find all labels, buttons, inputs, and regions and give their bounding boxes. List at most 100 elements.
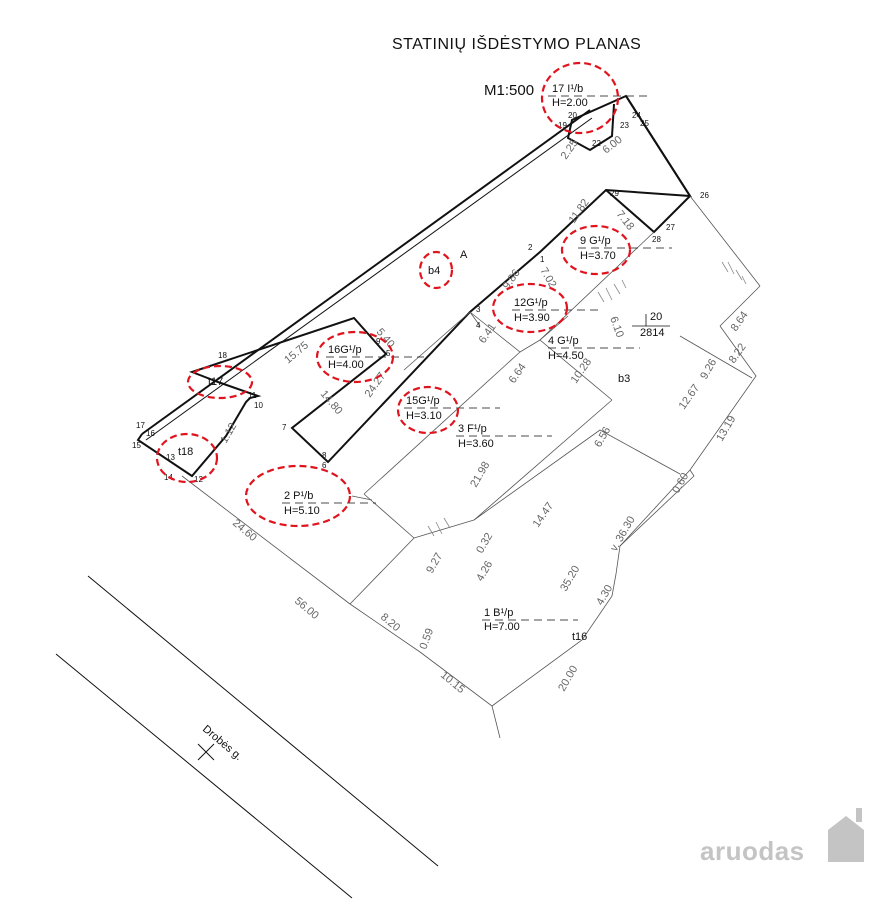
highlight-ellipse	[491, 282, 569, 334]
dimension-label: 35.20	[558, 564, 582, 594]
parcel-boundary-inner	[145, 117, 593, 441]
building-height: H=2.00	[552, 97, 588, 109]
highlight-ellipse	[396, 385, 460, 435]
dimension-label: 0.32	[474, 531, 495, 556]
street-name: Drobės g.	[200, 723, 244, 763]
building-label: 12G¹/p H=3.90	[514, 297, 550, 324]
highlight-ellipse	[186, 364, 254, 400]
dimension-label: 1.12	[218, 421, 239, 446]
point-number: 4	[476, 321, 481, 330]
page-title: STATINIŲ IŠDĖSTYMO PLANAS	[392, 36, 642, 53]
building-code: 12G¹/p	[514, 297, 548, 309]
street-line	[55, 653, 353, 899]
label-t17: t17	[208, 376, 223, 388]
dimension-label: 20.00	[556, 664, 580, 694]
point-number: 5	[386, 349, 391, 358]
label-leaders	[282, 95, 672, 621]
watermark: aruodaslt	[700, 836, 819, 867]
dimension-label: 24.60	[230, 517, 259, 544]
building-height: H=3.60	[458, 438, 494, 450]
dimension-label: 12.67	[677, 382, 703, 411]
point-number: 22	[592, 139, 601, 148]
point-numbers: 1234567891011121314151617181920222324252…	[132, 111, 709, 484]
point-number: 3	[476, 305, 481, 314]
building-label: 9 G¹/p H=3.70	[580, 235, 616, 262]
point-number: 20	[568, 111, 577, 120]
point-number: 13	[166, 453, 175, 462]
parcel-boundary	[141, 109, 591, 435]
dimension-label: 9.26	[698, 357, 719, 382]
point-number: 10	[254, 401, 263, 410]
building-label: 15G¹/p H=3.10	[406, 395, 442, 422]
parcel-boundary	[136, 94, 692, 478]
parcel-number: 20	[650, 311, 662, 323]
building-code: 15G¹/p	[406, 395, 440, 407]
dimension-label: 4.26	[474, 559, 495, 584]
dimension-label: 0.59	[418, 627, 437, 651]
dimension-label: 2.25	[559, 137, 581, 161]
dimension-label: 6.10	[607, 315, 626, 339]
point-number: 29	[610, 189, 619, 198]
building-label: 4 G¹/p H=4.50	[548, 335, 584, 362]
building-height: H=3.70	[580, 250, 616, 262]
dimension-label: 14.80	[318, 388, 345, 417]
point-number: 15	[132, 441, 141, 450]
highlight-ellipse	[540, 61, 620, 135]
building-label: 1 B¹/p H=7.00	[484, 607, 520, 633]
building-code: 16G¹/p	[328, 344, 362, 356]
point-number: 8	[322, 451, 327, 460]
watermark-text: aruodas	[700, 836, 805, 866]
dimension-label: 6.64	[507, 361, 529, 385]
parcel-edge	[625, 95, 691, 197]
dimension-label: 8.64	[729, 309, 751, 333]
building-code: 2 P¹/b	[284, 490, 313, 502]
highlight-ellipse	[418, 250, 454, 290]
dimension-label: 6.00	[600, 134, 624, 157]
point-number: 6	[322, 461, 327, 470]
point-number: 26	[700, 191, 709, 200]
point-number: 16	[146, 429, 155, 438]
dimension-label: 0.60	[670, 471, 691, 496]
point-number: 28	[652, 235, 661, 244]
dimension-label: 15.75	[282, 339, 311, 366]
building-height: H=7.00	[484, 621, 520, 633]
dimension-label: 8.20	[378, 611, 402, 634]
building-label: 16G¹/p H=4.00	[328, 344, 364, 371]
building-height: H=3.10	[406, 410, 442, 422]
label-a: A	[460, 249, 468, 261]
label-t18: t18	[178, 446, 193, 458]
street-cross-icon	[197, 743, 215, 761]
point-number: 2	[528, 243, 533, 252]
dimension-label: 8.22	[727, 341, 749, 365]
highlight-ellipse	[155, 432, 219, 484]
watermark-house-icon	[828, 808, 864, 862]
building-label: 17 I¹/b H=2.00	[552, 83, 588, 109]
building-height: H=4.50	[548, 350, 584, 362]
dimension-label: 21.98	[468, 460, 492, 490]
dimension-label: 7.02	[537, 266, 558, 291]
building-code: 4 G¹/p	[548, 335, 579, 347]
label-b3: b3	[618, 373, 630, 385]
highlight-ellipse	[244, 464, 352, 528]
dimension-label: 7.18	[614, 208, 637, 232]
dimension-label: 13.19	[714, 414, 738, 444]
point-number: 12	[194, 475, 203, 484]
point-number: 27	[666, 223, 675, 232]
building-code: 1 B¹/p	[484, 607, 513, 619]
point-number: 19	[558, 121, 567, 130]
point-number: 24	[632, 111, 641, 120]
dimension-label: 14.47	[531, 500, 557, 529]
point-number: 17	[136, 421, 145, 430]
highlight-markers	[155, 61, 632, 528]
building-label: 2 P¹/b H=5.10	[284, 490, 320, 517]
building-code: 9 G¹/p	[580, 235, 611, 247]
neighbour-outlines	[181, 195, 761, 739]
point-number: 9	[376, 337, 381, 346]
watermark-suffix: lt	[804, 840, 820, 865]
building-height: H=3.90	[514, 312, 550, 324]
point-number: 1	[540, 255, 545, 264]
dimension-label: 9.27	[424, 551, 445, 576]
building-code: 17 I¹/b	[552, 83, 583, 95]
point-number: 23	[620, 121, 629, 130]
